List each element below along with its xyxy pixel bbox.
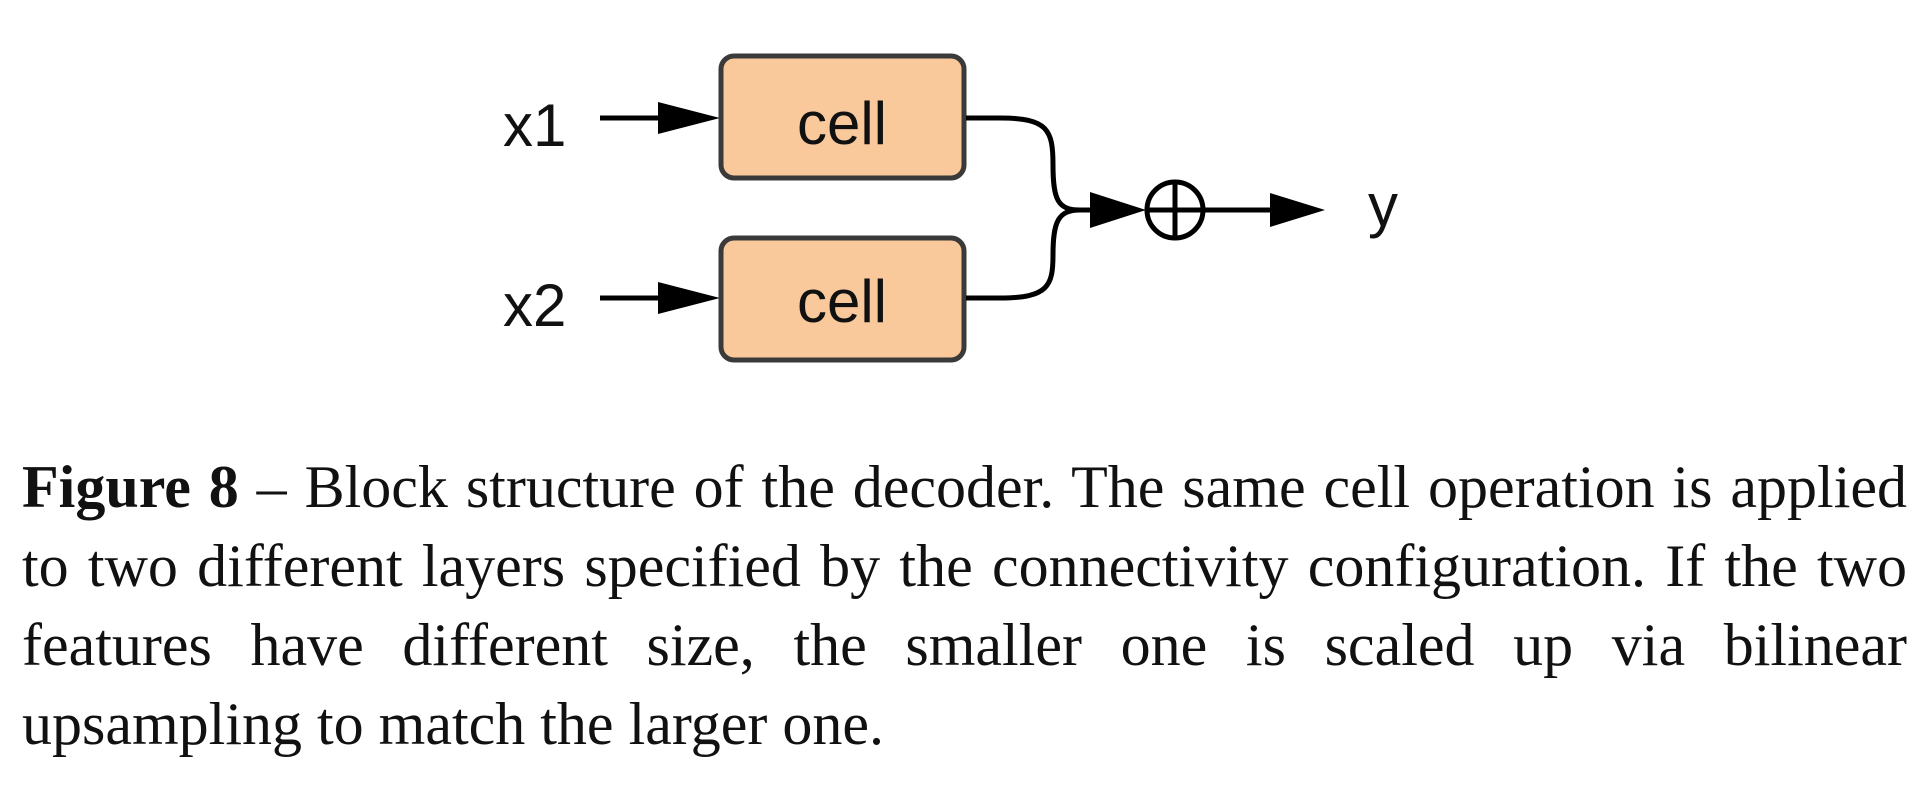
output-label-y: y <box>1368 172 1398 239</box>
figure-label: Figure 8 <box>22 454 239 520</box>
input-label-x1: x1 <box>503 92 566 159</box>
input-arrow-x1 <box>600 102 720 134</box>
caption-separator: – <box>238 454 305 520</box>
cell-label-bottom: cell <box>797 268 887 335</box>
output-arrow <box>1203 193 1325 227</box>
cell-block-top: cell <box>718 53 967 181</box>
decoder-block-diagram: x1 x2 cell cell y <box>503 53 1398 363</box>
caption-text: Block structure of the decoder. The same… <box>22 454 1908 757</box>
connector-bottom <box>966 207 1081 301</box>
connector-top <box>966 115 1095 213</box>
figure-caption: Figure 8 – Block structure of the decode… <box>22 448 1907 764</box>
merge-arrowhead <box>1090 192 1146 228</box>
input-label-x2: x2 <box>503 272 566 339</box>
input-arrow-x2 <box>600 282 720 314</box>
addition-operator-icon <box>1144 179 1206 241</box>
cell-block-bottom: cell <box>718 235 967 363</box>
cell-label-top: cell <box>797 90 887 157</box>
